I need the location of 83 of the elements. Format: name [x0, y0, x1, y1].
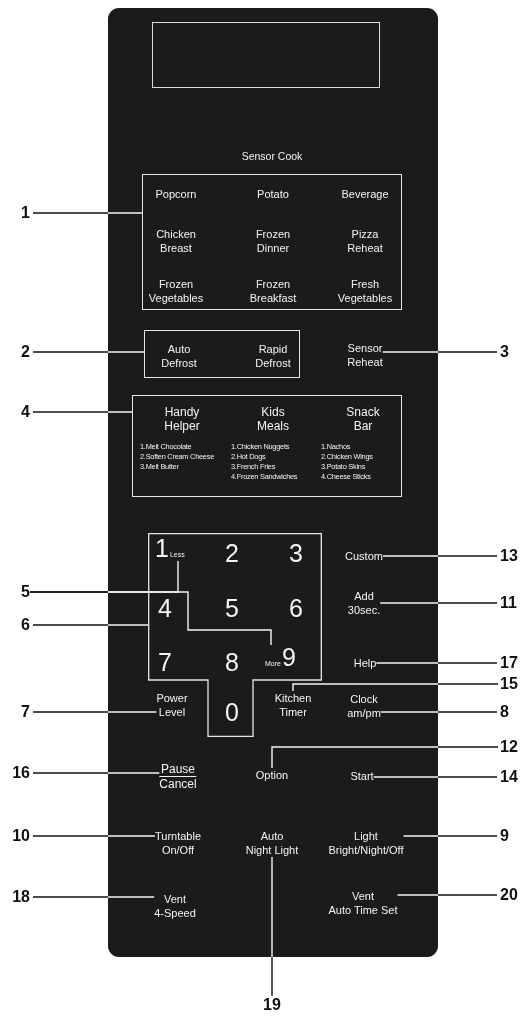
leader-line	[32, 896, 155, 898]
leader-line	[29, 591, 272, 646]
key-label: Frozen Breakfast	[249, 277, 297, 305]
key-label: Pizza Reheat	[347, 227, 383, 255]
callout-number: 11	[500, 594, 517, 612]
callout-number: 3	[500, 343, 509, 361]
leader-line	[382, 351, 498, 353]
callout-number: 8	[500, 703, 509, 721]
key-label: Frozen Dinner	[255, 227, 291, 255]
key-label: Kids Meals	[256, 405, 290, 433]
key-label: Snack Bar	[345, 405, 381, 433]
key-label: Potato	[257, 187, 289, 201]
key-label: Rapid Defrost	[255, 342, 291, 370]
key-label: Option	[255, 768, 289, 782]
callout-number: 15	[500, 675, 518, 693]
leader-line	[380, 711, 498, 713]
key-label: Frozen Vegetables	[148, 277, 204, 305]
leader-line	[32, 212, 143, 214]
key-label: Sensor Reheat	[347, 341, 383, 369]
key-label: Custom	[345, 549, 383, 563]
leader-line	[396, 894, 498, 896]
leader-line	[379, 602, 498, 604]
key-label: Light Bright/Night/Off	[328, 829, 404, 857]
key-digit: 8	[225, 649, 239, 675]
key-digit: 5	[225, 595, 239, 621]
key-digit: 9	[281, 645, 296, 670]
leader-line	[32, 624, 149, 626]
key-label: Fresh Vegetables	[337, 277, 393, 305]
leader-line	[372, 776, 498, 778]
key-label: Start	[350, 769, 374, 783]
leader-line	[32, 411, 133, 413]
leader-line	[32, 835, 156, 837]
key-digit: 7	[158, 649, 172, 675]
key-label: Vent 4-Speed	[154, 892, 196, 920]
group-heading: Sensor Cook	[241, 149, 303, 163]
display-window	[152, 22, 380, 88]
key-digit: 0	[225, 699, 239, 725]
key-label: Chicken Breast	[156, 227, 196, 255]
key-label: Beverage	[341, 187, 389, 201]
leader-line	[292, 683, 499, 692]
callout-number: 1	[21, 204, 30, 222]
callout-number: 4	[21, 403, 30, 421]
callout-number: 18	[12, 888, 30, 906]
key-label: Power Level	[156, 691, 188, 719]
key-digit: 3	[289, 540, 303, 566]
leader-line	[375, 662, 498, 664]
callout-number: 6	[21, 616, 30, 634]
callout-number: 13	[500, 547, 518, 565]
callout-number: 9	[500, 827, 509, 845]
leader-line	[32, 351, 145, 353]
leader-line	[271, 856, 273, 997]
key-label: Add 30sec.	[347, 589, 381, 617]
button-group-frame	[132, 395, 402, 497]
key-label: Turntable On/Off	[154, 829, 202, 857]
callout-number: 16	[12, 764, 30, 782]
key-label: Auto Defrost	[161, 342, 197, 370]
callout-number: 12	[500, 738, 518, 756]
key-label: Handy Helper	[163, 405, 201, 433]
callout-number: 19	[263, 996, 281, 1014]
callout-number: 10	[12, 827, 30, 845]
callout-number: 7	[21, 703, 30, 721]
control-panel	[108, 8, 438, 957]
key-label: Kitchen Timer	[274, 691, 312, 719]
leader-line	[271, 746, 499, 769]
key-label: Popcorn	[155, 187, 197, 201]
leader-line	[382, 555, 498, 557]
button-group-frame	[144, 330, 300, 378]
callout-number: 17	[500, 654, 518, 672]
leader-line	[32, 772, 160, 774]
key-label: Vent Auto Time Set	[328, 889, 398, 917]
leader-line	[402, 835, 498, 837]
leader-line	[32, 711, 158, 713]
callout-number: 14	[500, 768, 518, 786]
key-digit: 6	[289, 595, 303, 621]
key-label: Help	[353, 656, 377, 670]
key-label: Auto Night Light	[245, 829, 299, 857]
callout-number: 2	[21, 343, 30, 361]
key-digit: 1	[155, 536, 169, 561]
callout-number: 20	[500, 886, 518, 904]
key-label: Clock am/pm	[347, 692, 381, 720]
key-digit: 2	[225, 540, 239, 566]
key-digit: 4	[158, 595, 172, 621]
callout-number: 5	[21, 583, 30, 601]
